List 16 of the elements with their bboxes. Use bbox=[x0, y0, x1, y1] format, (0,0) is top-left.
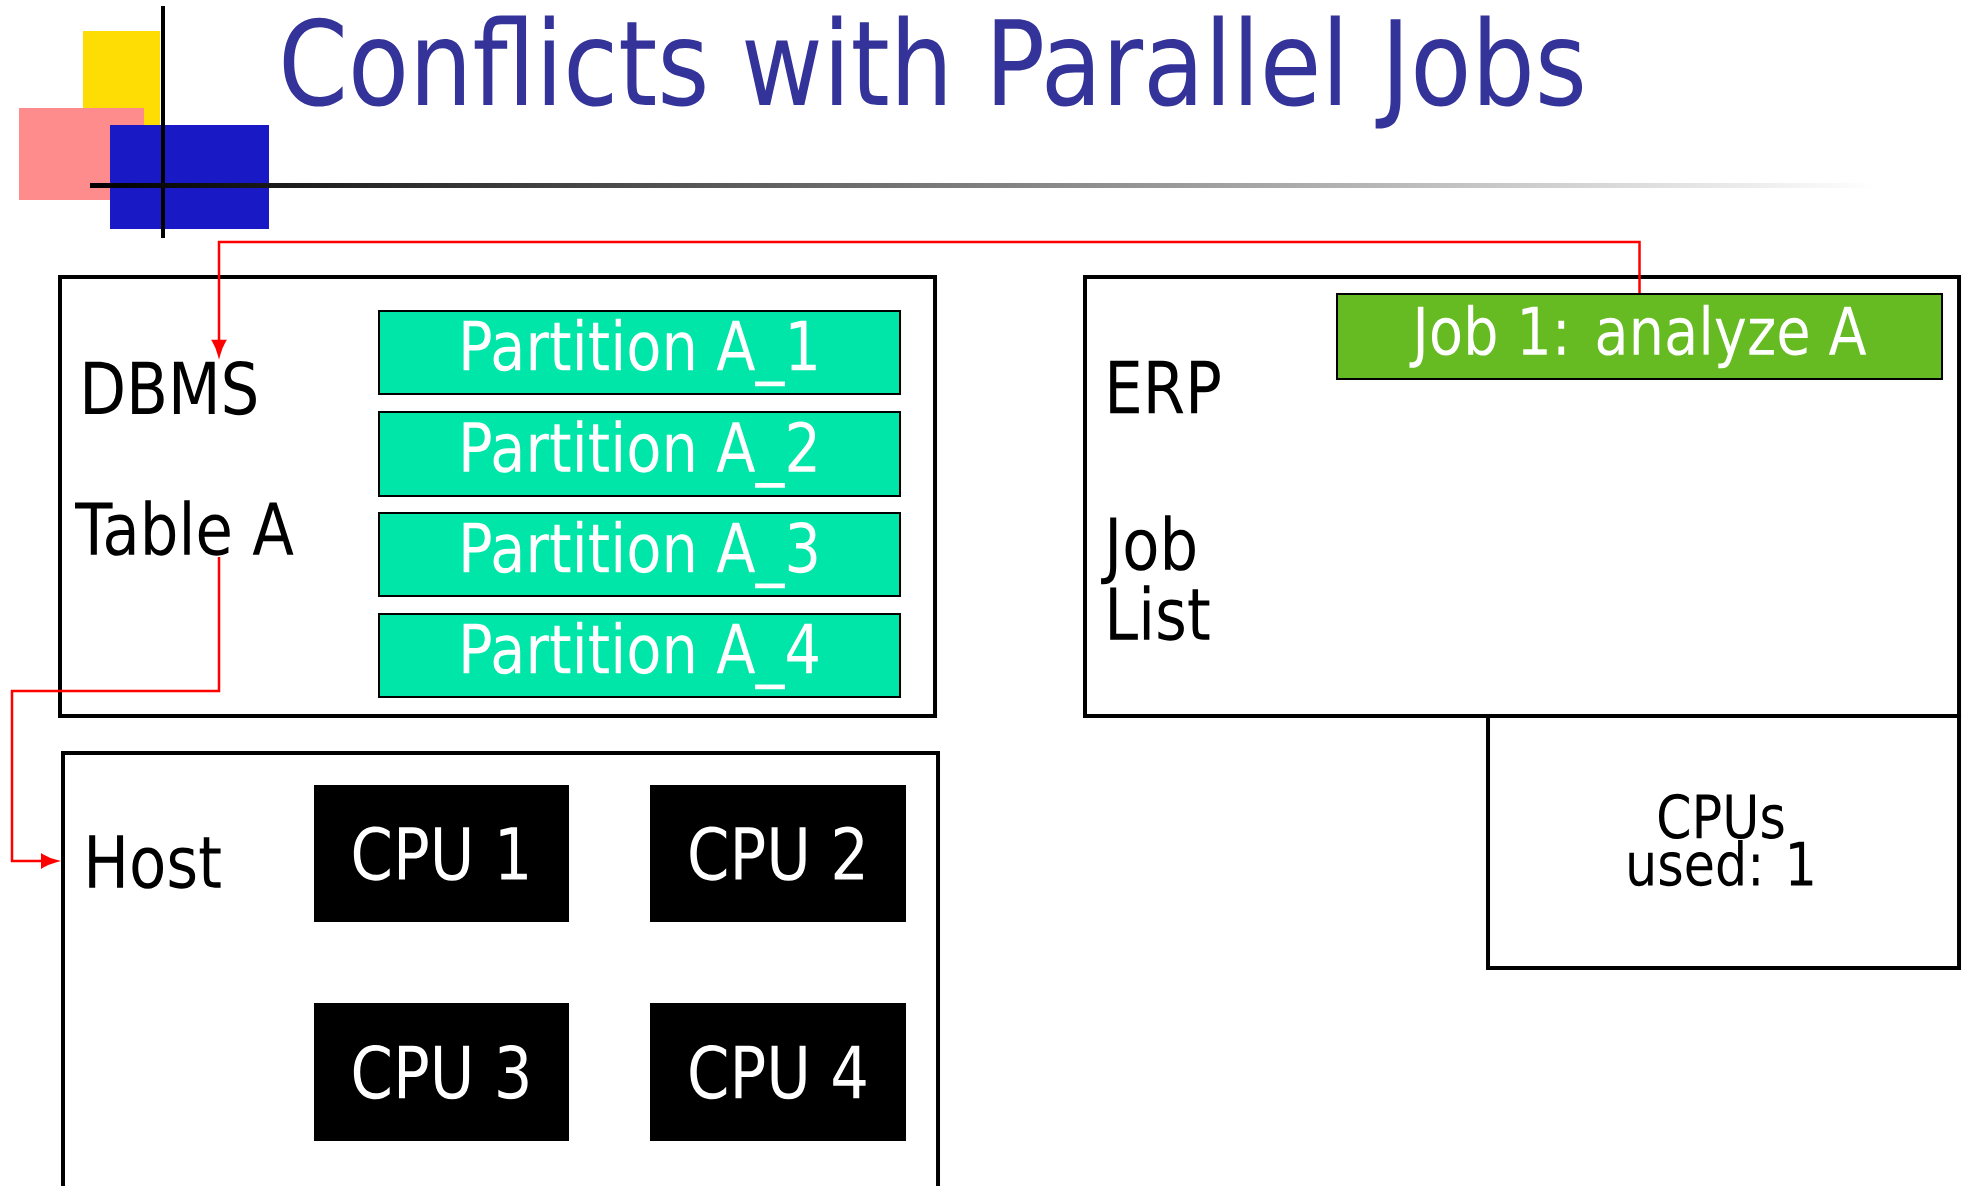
cpu-box: CPU 2 bbox=[650, 785, 906, 922]
partition-box: Partition A_3 bbox=[378, 512, 901, 597]
cpu-count-box: CPUs used: 1 bbox=[1486, 714, 1962, 970]
cpu-box: CPU 4 bbox=[650, 1003, 906, 1141]
job-box: Job 1: analyze A bbox=[1336, 293, 1944, 380]
cpu-box: CPU 1 bbox=[314, 785, 569, 922]
table-box bbox=[58, 275, 937, 718]
arrow bbox=[10, 556, 221, 868]
partition-box: Partition A_4 bbox=[378, 613, 901, 698]
table-label: Table A bbox=[75, 500, 294, 556]
title: Conflicts with Parallel Jobs bbox=[283, 15, 1583, 129]
dbms-label: DBMS bbox=[85, 360, 256, 416]
partition-box: Partition A_1 bbox=[378, 310, 901, 395]
partition-box: Partition A_2 bbox=[378, 411, 901, 497]
arrow bbox=[212, 240, 1641, 357]
cpu-box: CPU 3 bbox=[314, 1003, 569, 1141]
